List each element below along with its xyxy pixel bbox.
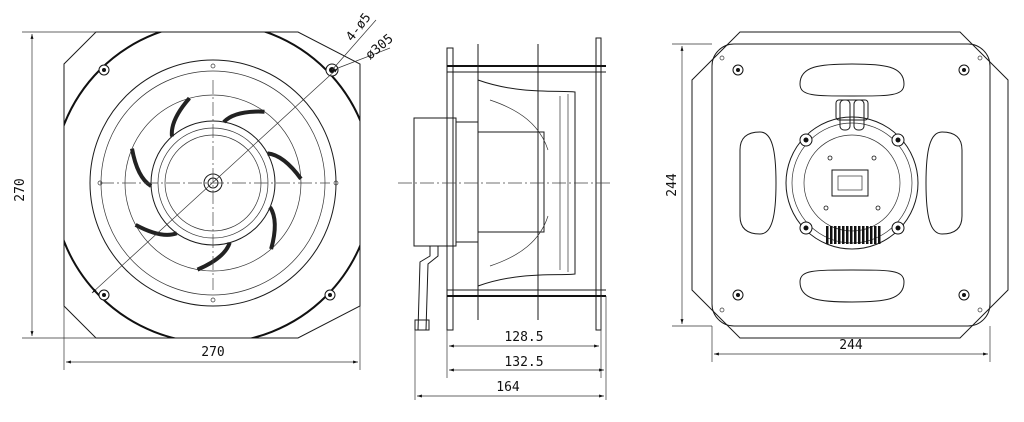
front-plate-outline [63, 31, 361, 339]
heatsink-fin [874, 226, 877, 244]
impeller-blades [130, 96, 303, 272]
screw-bl [98, 289, 110, 301]
back-inner-plate [711, 43, 991, 327]
heatsink-fin [838, 226, 841, 244]
back-plate-outline [691, 31, 1009, 339]
heatsink-fin [826, 226, 829, 244]
heatsink-fin [858, 226, 861, 244]
front-view [22, 19, 391, 370]
heatsink-fin [862, 226, 865, 244]
dim-side-1: 128.5 [504, 330, 543, 345]
heatsink-fins [826, 226, 881, 244]
dim-front-height: 270 [13, 178, 28, 201]
dim-impeller-dia: ø305 [363, 31, 397, 63]
impeller-blade [222, 109, 265, 124]
heatsink-fin [878, 226, 881, 244]
dim-side-3: 164 [496, 380, 520, 395]
dim-back-width: 244 [839, 338, 863, 353]
impeller-blade [134, 223, 178, 237]
heatsink-fin [846, 226, 849, 244]
dim-front-width: 270 [201, 345, 224, 360]
back-view [672, 31, 1009, 362]
heatsink-fin [834, 226, 837, 244]
screw-tl [98, 64, 110, 76]
heatsink-fin [866, 226, 869, 244]
heatsink-fin [850, 226, 853, 244]
heatsink-fin [870, 226, 873, 244]
impeller-blade [196, 241, 232, 272]
dim-back-height: 244 [665, 173, 680, 197]
heatsink-fin [830, 226, 833, 244]
screw-br [324, 289, 336, 301]
heatsink-fin [854, 226, 857, 244]
impeller-blade [130, 148, 153, 188]
dim-side-2: 132.5 [504, 355, 543, 370]
side-view [398, 37, 612, 400]
heatsink-fin [842, 226, 845, 244]
impeller-blade [268, 206, 277, 250]
